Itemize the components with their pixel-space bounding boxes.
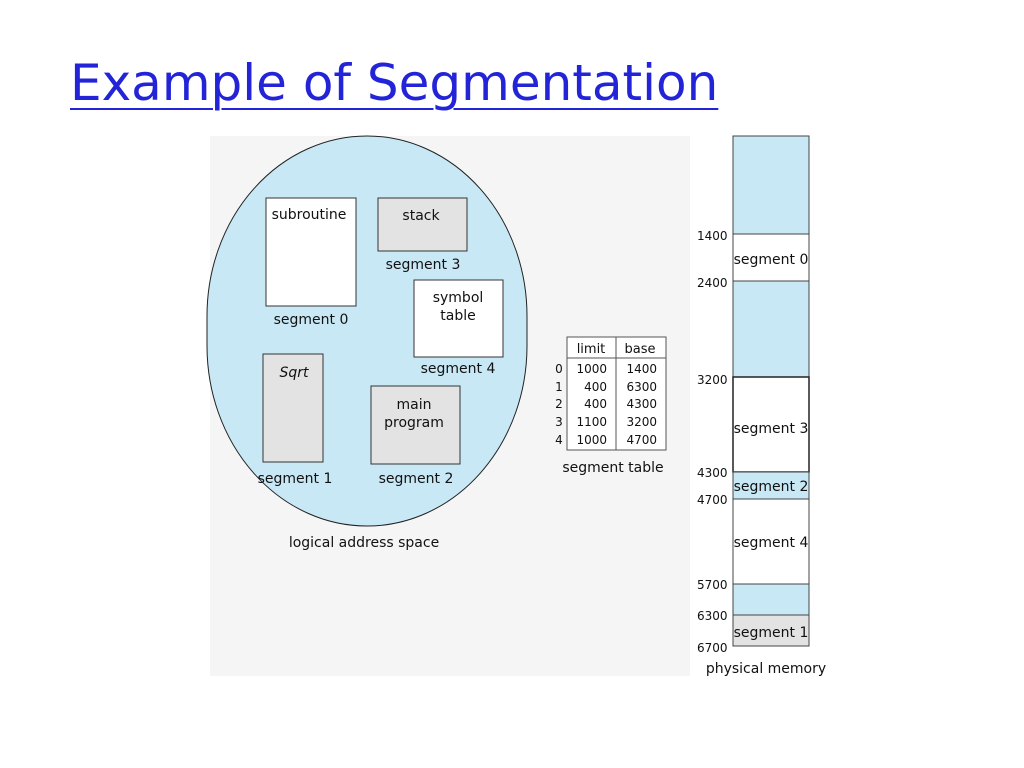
subroutine-box [265,197,357,307]
stack-name: stack [402,208,440,224]
sqrt-box [262,353,324,463]
segment-table-caption: segment table [562,460,663,476]
memory-block-segment-4 [732,498,810,585]
page-title: Example of Segmentation [70,54,719,112]
main-program-box [370,385,461,465]
address-label: 2400 [697,276,728,290]
segment-table-limit: 400 [584,380,607,394]
segment-table-base: 4300 [626,397,657,411]
segment-table-index: 2 [555,397,563,411]
segment-table-header-limit: limit [577,342,606,357]
address-label: 3200 [697,373,728,387]
symbol-table-segment-label: segment 4 [421,361,496,377]
main-program-name-line2: program [384,415,444,431]
address-label: 1400 [697,229,728,243]
segment-table-base: 4700 [626,433,657,447]
symbol-table-name-line2: table [440,308,475,324]
segment-table-limit: 1000 [576,362,607,376]
stack-box [377,197,468,252]
free-memory-block [732,135,810,235]
logical-address-space-caption: logical address space [289,535,439,551]
segment-table-index: 3 [555,415,563,429]
physical-segment-label: segment 1 [734,625,809,641]
segment-table-base: 1400 [626,362,657,376]
segment-table-index: 4 [555,433,563,447]
segment-table-limit: 400 [584,397,607,411]
stack-segment-label: segment 3 [386,257,461,273]
physical-segment-label: segment 0 [734,252,809,268]
segment-table-index: 0 [555,362,563,376]
segment-table-header-base: base [625,342,656,357]
segment-table-base: 6300 [626,380,657,394]
segment-table: limit base 0 1000 1400 1 400 6300 2 400 … [555,336,667,451]
free-memory-block [732,583,810,616]
memory-block-segment-2 [732,471,810,500]
segment-table-limit: 1100 [576,415,607,429]
subroutine-segment-label: segment 0 [274,312,349,328]
address-label: 5700 [697,578,728,592]
physical-memory-caption: physical memory [706,661,826,677]
sqrt-name: Sqrt [279,365,309,381]
physical-segment-label: segment 4 [734,535,809,551]
physical-memory: segment 0 segment 3 segment 2 segment 4 … [697,135,810,655]
memory-block-segment-3 [732,376,810,473]
segment-table-limit: 1000 [576,433,607,447]
address-label: 6700 [697,641,728,655]
main-program-segment-label: segment 2 [379,471,454,487]
memory-block-segment-1 [732,614,810,647]
segment-table-index: 1 [555,380,563,394]
address-label: 6300 [697,609,728,623]
segment-table-base: 3200 [626,415,657,429]
subroutine-name: subroutine [272,207,347,223]
address-label: 4300 [697,466,728,480]
symbol-table-name-line1: symbol [433,290,484,306]
free-memory-block [732,280,810,378]
physical-segment-label: segment 2 [734,479,809,495]
physical-segment-label: segment 3 [734,421,809,437]
symbol-table-box [413,279,504,358]
memory-block-segment-0 [732,233,810,282]
sqrt-segment-label: segment 1 [258,471,333,487]
address-label: 4700 [697,493,728,507]
main-program-name-line1: main [397,397,432,413]
